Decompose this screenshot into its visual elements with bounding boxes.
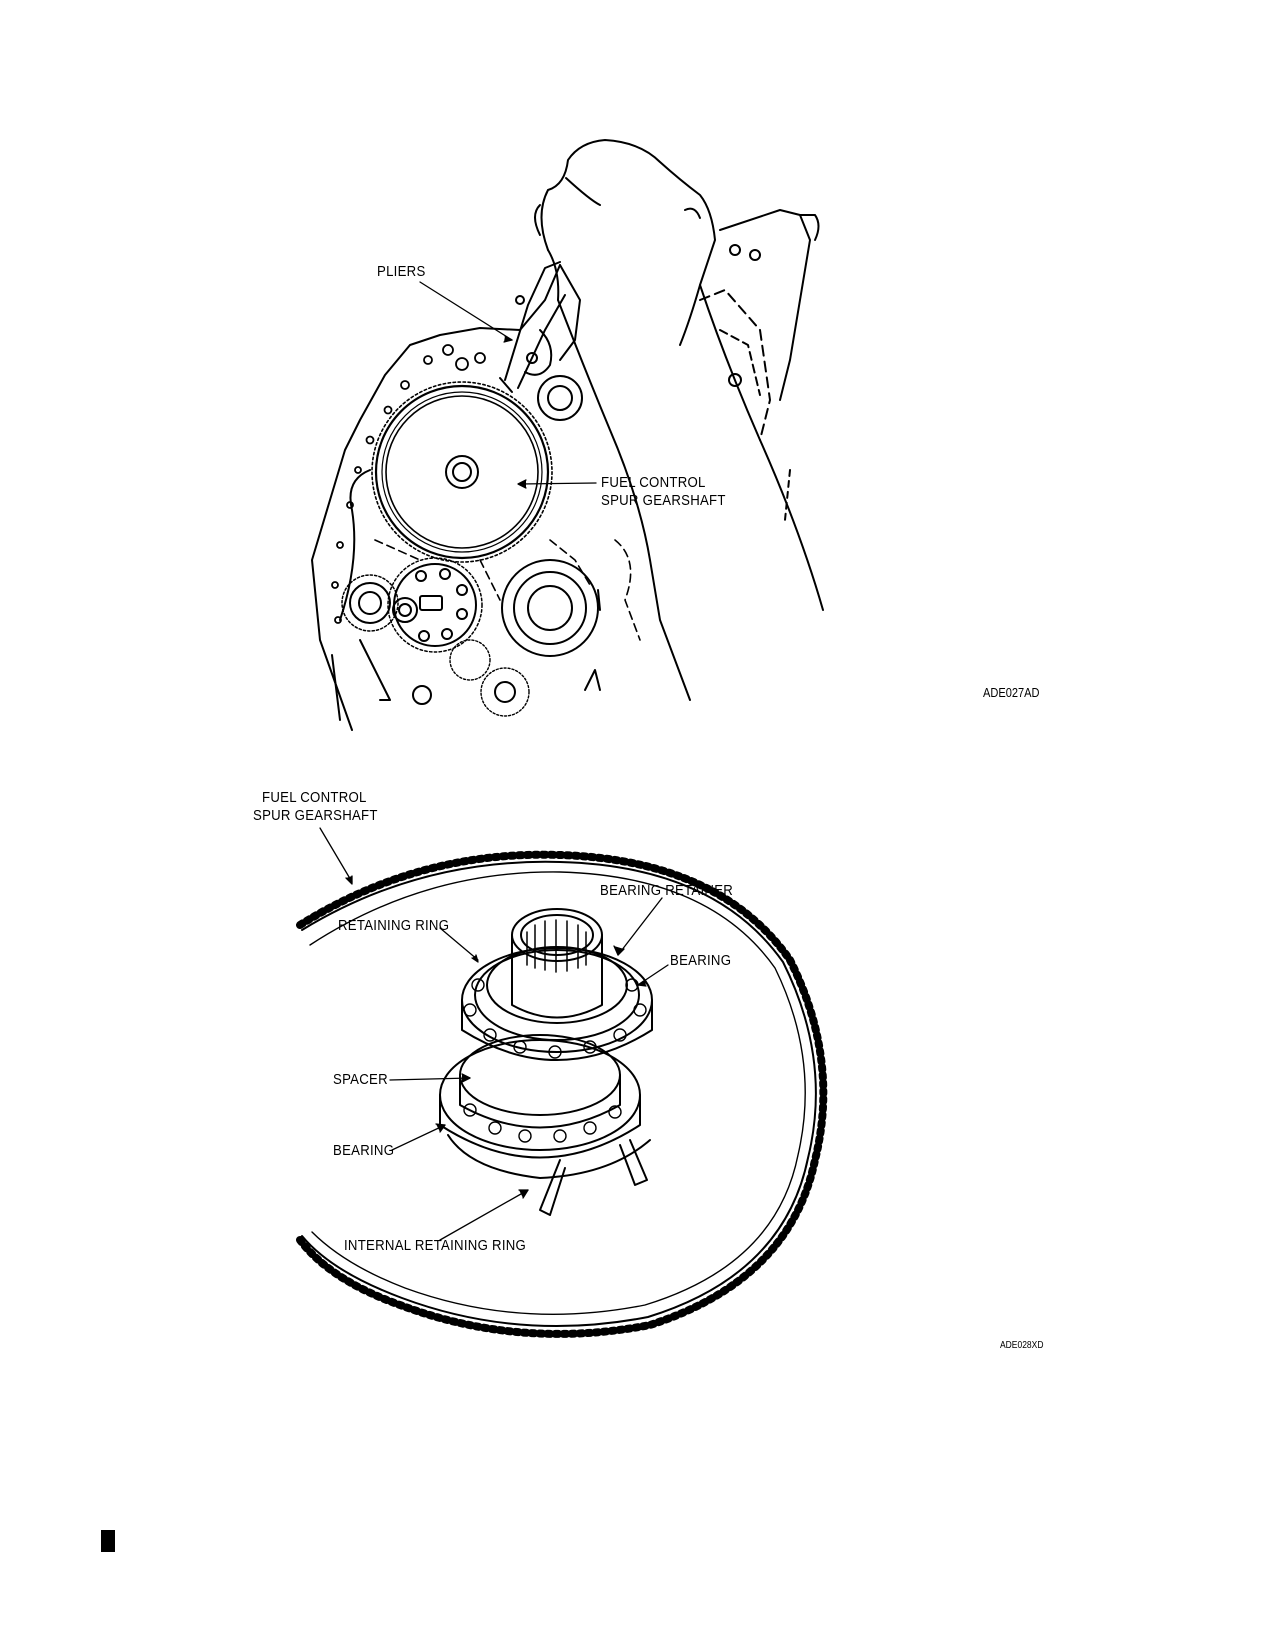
label-bearing-retainer: BEARING RETAINER (600, 882, 734, 899)
bearing-assembly (439, 908, 653, 1216)
housing-bolt-holes (331, 344, 486, 624)
leader-lines (419, 281, 597, 489)
bottom-leader-lines (319, 827, 669, 1241)
label-gearshaft-bottom-line2: SPUR GEARSHAFT (253, 807, 378, 824)
label-spacer: SPACER (333, 1071, 388, 1088)
fuel-control-spur-gear (371, 381, 553, 563)
right-boss (501, 375, 601, 657)
label-gearshaft-top-line2: SPUR GEARSHAFT (601, 492, 726, 509)
label-pliers: PLIERS (377, 263, 426, 280)
right-bracket (699, 209, 820, 521)
label-retaining-ring: RETAINING RING (338, 917, 450, 934)
label-bearing-upper: BEARING (670, 952, 732, 969)
pliers-drawing (499, 261, 566, 393)
top-figure-drawing (311, 139, 824, 731)
label-bearing-lower: BEARING (333, 1142, 395, 1159)
page-margin-mark (101, 1530, 115, 1552)
label-gearshaft-bottom-line1: FUEL CONTROL (262, 789, 367, 806)
label-gearshaft-top-line1: FUEL CONTROL (601, 474, 706, 491)
hidden-lines (374, 539, 641, 641)
figure-code-top: ADE027AD (983, 685, 1040, 700)
small-gears (341, 557, 601, 717)
spur-gear-rim (296, 850, 828, 1338)
label-internal-retaining-ring: INTERNAL RETAINING RING (344, 1237, 527, 1254)
figure-code-bottom: ADE028XD (1000, 1340, 1044, 1351)
